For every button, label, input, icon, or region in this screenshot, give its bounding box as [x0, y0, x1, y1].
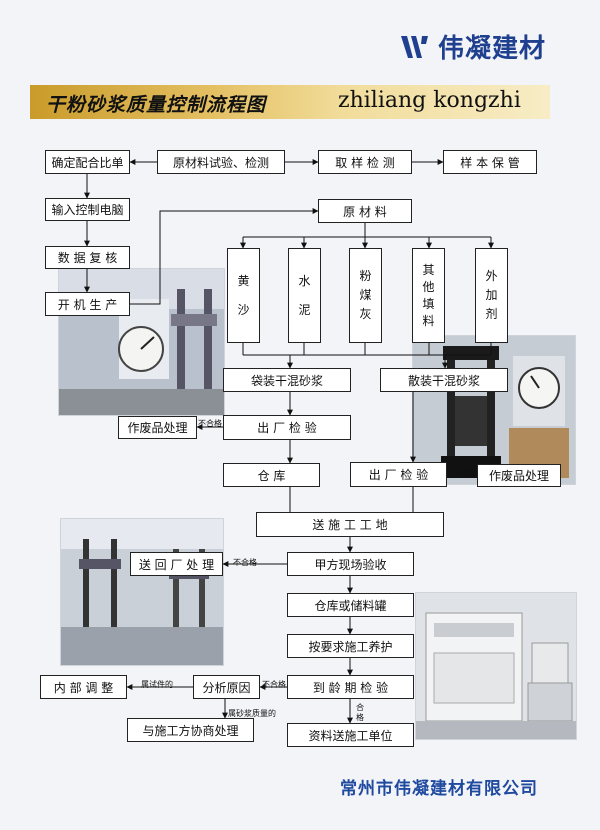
- fail-note: 不合格: [198, 419, 222, 428]
- party-a-check-box: 甲方现场验收: [287, 552, 414, 576]
- return-box: 送 回 厂 处 理: [130, 552, 223, 576]
- material-filler-char: 其: [422, 262, 435, 277]
- internal-adjust-box: 内 部 调 整: [40, 675, 127, 699]
- material-cement-char: 泥: [298, 302, 311, 317]
- material-additive-char: 剂: [485, 307, 498, 321]
- negotiate-box: 与施工方协商处理: [127, 718, 254, 742]
- pass-note: 合: [356, 703, 364, 712]
- material-flyash-char: 灰: [359, 307, 372, 321]
- material-filler-char: 料: [422, 313, 435, 328]
- title-english: zhiliang kongzhi: [338, 88, 521, 113]
- sampling-box: 取 样 检 测: [318, 150, 412, 174]
- material-additive-char: 外: [485, 269, 498, 283]
- raw-material-box: 原 材 料: [318, 199, 412, 223]
- material-sand-box: 黄 沙: [227, 248, 260, 343]
- curing-box: 按要求施工养护: [287, 634, 414, 658]
- material-additive-char: 加: [485, 288, 498, 302]
- material-filler-char: 填: [422, 296, 435, 311]
- factory-check-left-box: 出 厂 检 验: [223, 415, 351, 440]
- material-sand-char: 沙: [237, 302, 250, 317]
- logo-mark-icon: [401, 35, 428, 58]
- material-cement-box: 水 泥: [288, 248, 321, 343]
- material-sand-char: 黄: [237, 273, 250, 288]
- production-box: 开 机 生 产: [45, 292, 130, 316]
- fail-note: 不合格: [233, 558, 257, 567]
- fail-note: 不合格: [262, 680, 286, 689]
- material-filler-box: 其 他 填 料: [412, 248, 445, 343]
- material-flyash-box: 粉 煤 灰: [349, 248, 382, 343]
- material-cement-char: 水: [298, 273, 311, 288]
- logo-text: 伟凝建材: [438, 34, 547, 64]
- sample-keep-box: 样 本 保 管: [443, 150, 537, 174]
- material-test-box: 原材料试验、检测: [157, 150, 285, 174]
- material-flyash-char: 粉: [359, 269, 372, 283]
- photo-lab-machines: [60, 518, 224, 666]
- company-logo: 伟凝建材: [398, 28, 546, 65]
- waste-right-box: 作废品处理: [477, 464, 561, 487]
- warehouse-box: 仓 库: [223, 463, 320, 487]
- bagged-mortar-box: 袋装干混砂浆: [223, 368, 351, 392]
- age-check-box: 到 龄 期 检 验: [287, 675, 414, 699]
- photo-press-machine-right: [412, 335, 576, 485]
- photo-curing-box: [415, 592, 577, 740]
- mortar-quality-note: 属砂浆质量的: [228, 709, 276, 718]
- ratio-box: 确定配合比单: [45, 150, 130, 174]
- computer-box: 输入控制电脑: [45, 198, 130, 221]
- fail-note: 不合格: [449, 467, 473, 476]
- storage-box: 仓库或储料罐: [287, 593, 414, 617]
- title-chinese: 干粉砂浆质量控制流程图: [46, 94, 267, 116]
- report-box: 资料送施工单位: [287, 723, 414, 747]
- data-check-box: 数 据 复 核: [45, 246, 130, 269]
- specimen-note: 属试件的: [141, 680, 173, 689]
- material-additive-box: 外 加 剂: [475, 248, 508, 343]
- analysis-box: 分析原因: [193, 675, 260, 699]
- factory-check-right-box: 出 厂 检 验: [350, 462, 447, 487]
- site-box: 送 施 工 工 地: [256, 512, 444, 537]
- pass-note: 格: [356, 713, 364, 722]
- material-flyash-char: 煤: [359, 288, 372, 302]
- waste-left-box: 作废品处理: [118, 416, 197, 439]
- company-name: 常州市伟凝建材有限公司: [340, 779, 538, 799]
- bulk-mortar-box: 散装干混砂浆: [380, 368, 508, 392]
- title-banner: 干粉砂浆质量控制流程图 zhiliang kongzhi: [30, 85, 550, 119]
- material-filler-char: 他: [422, 279, 435, 294]
